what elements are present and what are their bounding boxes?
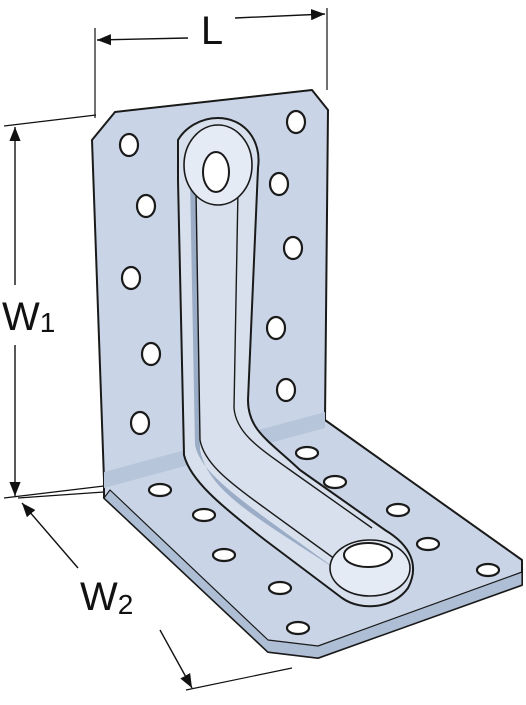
extension-line-w2-top xyxy=(17,491,105,499)
dimension-label-w1-letter: W xyxy=(2,295,40,339)
hole xyxy=(267,580,293,596)
dimension-width-horizontal: W2 xyxy=(17,491,293,691)
dimension-label-w2-subscript: 2 xyxy=(118,589,134,620)
horizontal-leg-holes xyxy=(147,445,501,636)
hole xyxy=(275,377,297,403)
dimension-width-vertical: W1 xyxy=(2,114,105,499)
large-hole-top xyxy=(183,124,253,206)
hole xyxy=(268,171,290,197)
dimension-label-l: L xyxy=(201,9,223,53)
hole xyxy=(285,620,311,636)
dimension-label-w2: W2 xyxy=(80,575,133,620)
extension-line-w1-top xyxy=(3,114,97,127)
hole xyxy=(140,341,162,367)
dimension-label-w2-letter: W xyxy=(80,575,118,619)
dimension-label-w1-subscript: 1 xyxy=(40,307,56,338)
dimension-length: L xyxy=(94,8,328,118)
hole xyxy=(147,482,173,498)
bracket xyxy=(91,89,523,659)
hole xyxy=(415,536,441,552)
hole xyxy=(211,547,237,563)
hole xyxy=(120,265,142,291)
bracket-rib-inner-right xyxy=(233,189,373,529)
hole xyxy=(191,507,217,523)
hole xyxy=(285,109,307,135)
dimension-label-w1: W1 xyxy=(2,295,55,339)
hole xyxy=(118,132,140,158)
bracket-horizontal-edge xyxy=(103,489,523,659)
hole xyxy=(294,445,320,461)
dimension-line-l-right xyxy=(234,9,326,21)
bracket-rib-inner xyxy=(195,189,351,571)
hole xyxy=(135,193,157,219)
hole xyxy=(475,562,501,578)
hole xyxy=(265,315,287,341)
hole xyxy=(282,235,304,261)
dimension-line-l-left xyxy=(96,34,189,46)
dimension-line-w2-up xyxy=(21,502,79,569)
hole xyxy=(385,502,411,518)
extension-line-w2-bottom xyxy=(185,667,293,691)
vertical-leg-holes xyxy=(118,109,307,436)
large-hole-bottom xyxy=(329,539,411,597)
hole xyxy=(322,474,348,490)
dimension-line-w2-down xyxy=(159,629,193,689)
hole xyxy=(129,410,151,436)
extension-line-w1-bottom xyxy=(3,485,105,499)
